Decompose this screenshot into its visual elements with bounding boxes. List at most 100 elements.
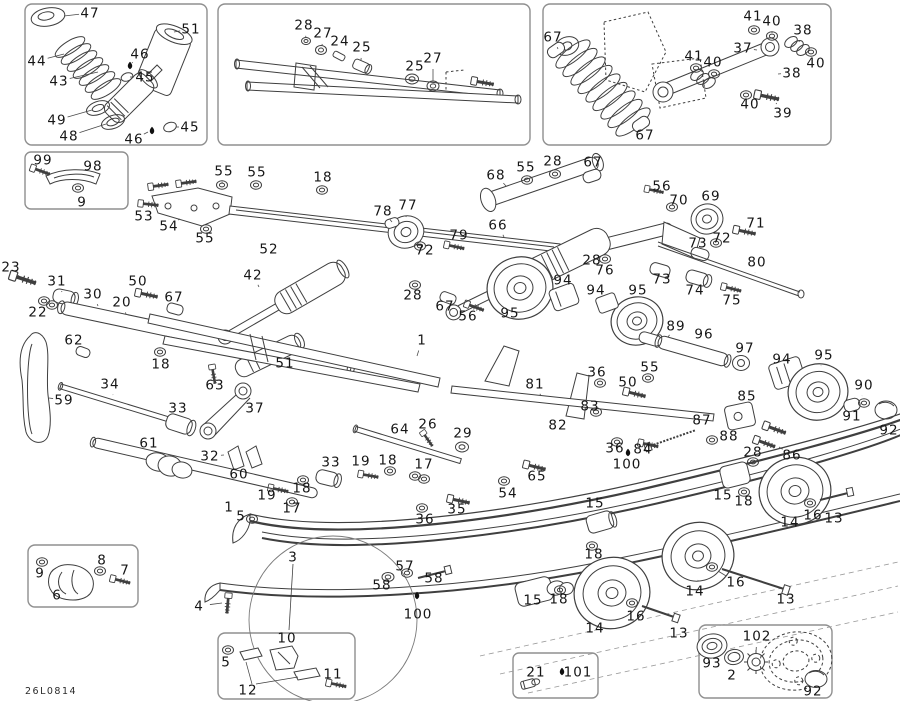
part-label-5: 5 xyxy=(236,509,246,525)
part-label-91: 91 xyxy=(842,409,861,425)
inset-frame-bracket xyxy=(217,632,356,700)
part-label-19: 19 xyxy=(257,488,276,504)
part-label-73: 73 xyxy=(652,272,671,288)
part-label-16: 16 xyxy=(726,575,745,591)
part-label-50: 50 xyxy=(618,375,637,391)
part-label-10: 10 xyxy=(277,631,296,647)
part-label-65: 65 xyxy=(527,469,546,485)
stopper-inset-art xyxy=(27,162,101,193)
part-label-45: 45 xyxy=(135,70,154,86)
part-label-49: 49 xyxy=(47,113,66,129)
part-label-95: 95 xyxy=(814,348,833,364)
part-label-1: 1 xyxy=(417,333,427,349)
part-label-12: 12 xyxy=(238,683,257,699)
part-label-67: 67 xyxy=(543,30,562,46)
part-label-27: 27 xyxy=(313,26,332,42)
part-label-14: 14 xyxy=(780,515,799,531)
part-label-94: 94 xyxy=(553,273,572,289)
leader-line xyxy=(143,131,149,135)
part-label-94: 94 xyxy=(772,352,791,368)
part-label-67: 67 xyxy=(435,299,454,315)
part-label-14: 14 xyxy=(585,621,604,637)
inset-frames xyxy=(24,3,833,700)
part-label-58: 58 xyxy=(424,571,443,587)
part-label-13: 13 xyxy=(669,626,688,642)
part-label-100: 100 xyxy=(613,457,642,473)
part-label-39: 39 xyxy=(773,106,792,122)
part-label-24: 24 xyxy=(330,34,349,50)
part-label-22: 22 xyxy=(28,305,47,321)
part-label-50: 50 xyxy=(128,274,147,290)
part-label-40: 40 xyxy=(806,56,825,72)
part-label-33: 33 xyxy=(168,401,187,417)
part-label-7: 7 xyxy=(120,563,130,579)
part-label-79: 79 xyxy=(449,228,468,244)
part-label-9: 9 xyxy=(35,566,45,582)
leader-line xyxy=(416,350,420,357)
part-label-40: 40 xyxy=(703,55,722,71)
part-label-35: 35 xyxy=(447,502,466,518)
front-shock-inset-art xyxy=(30,7,193,133)
part-label-9: 9 xyxy=(77,195,87,211)
part-label-62: 62 xyxy=(64,333,83,349)
part-label-18: 18 xyxy=(292,481,311,497)
part-label-61: 61 xyxy=(139,436,158,452)
part-label-38: 38 xyxy=(793,23,812,39)
part-label-18: 18 xyxy=(549,592,568,608)
leader-line xyxy=(600,617,603,620)
part-label-14: 14 xyxy=(685,584,704,600)
part-label-86: 86 xyxy=(782,448,801,464)
part-label-18: 18 xyxy=(151,357,170,373)
inset-frame-hub xyxy=(698,624,833,699)
leader-line xyxy=(389,219,393,223)
part-label-83: 83 xyxy=(580,399,599,415)
part-label-26: 26 xyxy=(418,417,437,433)
part-label-93: 93 xyxy=(702,656,721,672)
leader-line xyxy=(717,570,727,577)
part-label-78: 78 xyxy=(373,204,392,220)
part-label-38: 38 xyxy=(782,66,801,82)
part-label-76: 76 xyxy=(595,263,614,279)
part-label-28: 28 xyxy=(543,154,562,170)
part-label-32: 32 xyxy=(200,449,219,465)
part-label-47: 47 xyxy=(80,6,99,22)
part-label-45: 45 xyxy=(180,120,199,136)
part-label-20: 20 xyxy=(112,295,131,311)
leader-line xyxy=(69,71,99,79)
part-label-95: 95 xyxy=(500,306,519,322)
part-label-8: 8 xyxy=(97,553,107,569)
part-label-42: 42 xyxy=(243,268,262,284)
leader-line xyxy=(48,397,54,399)
shock-body xyxy=(103,64,163,124)
leader-line xyxy=(798,40,800,43)
part-label-51: 51 xyxy=(181,22,200,38)
part-label-54: 54 xyxy=(498,486,517,502)
leader-line xyxy=(539,393,542,397)
part-label-29: 29 xyxy=(453,426,472,442)
leader-line xyxy=(667,334,670,338)
part-label-17: 17 xyxy=(282,501,301,517)
part-label-23: 23 xyxy=(1,260,20,276)
part-label-52: 52 xyxy=(259,242,278,258)
bracket-inset-art xyxy=(222,645,349,692)
part-label-28: 28 xyxy=(582,253,601,269)
part-label-33: 33 xyxy=(321,455,340,471)
leader-line xyxy=(503,182,507,187)
idler-wheel xyxy=(787,363,849,421)
rear-idler-wheel xyxy=(573,556,651,630)
part-label-69: 69 xyxy=(701,189,720,205)
part-label-48: 48 xyxy=(59,129,78,145)
part-label-13: 13 xyxy=(824,511,843,527)
leader-line xyxy=(47,53,65,59)
inset-frame-rear-shock xyxy=(542,3,832,146)
part-label-102: 102 xyxy=(743,629,772,645)
inset-frame-stopper xyxy=(24,151,129,210)
inset-frame-bumper xyxy=(27,544,139,608)
part-label-5: 5 xyxy=(221,655,231,671)
part-label-18: 18 xyxy=(378,453,397,469)
part-label-40: 40 xyxy=(762,14,781,30)
part-label-28: 28 xyxy=(403,288,422,304)
leader-line xyxy=(173,30,181,33)
part-label-88: 88 xyxy=(719,429,738,445)
leader-line xyxy=(131,61,133,64)
